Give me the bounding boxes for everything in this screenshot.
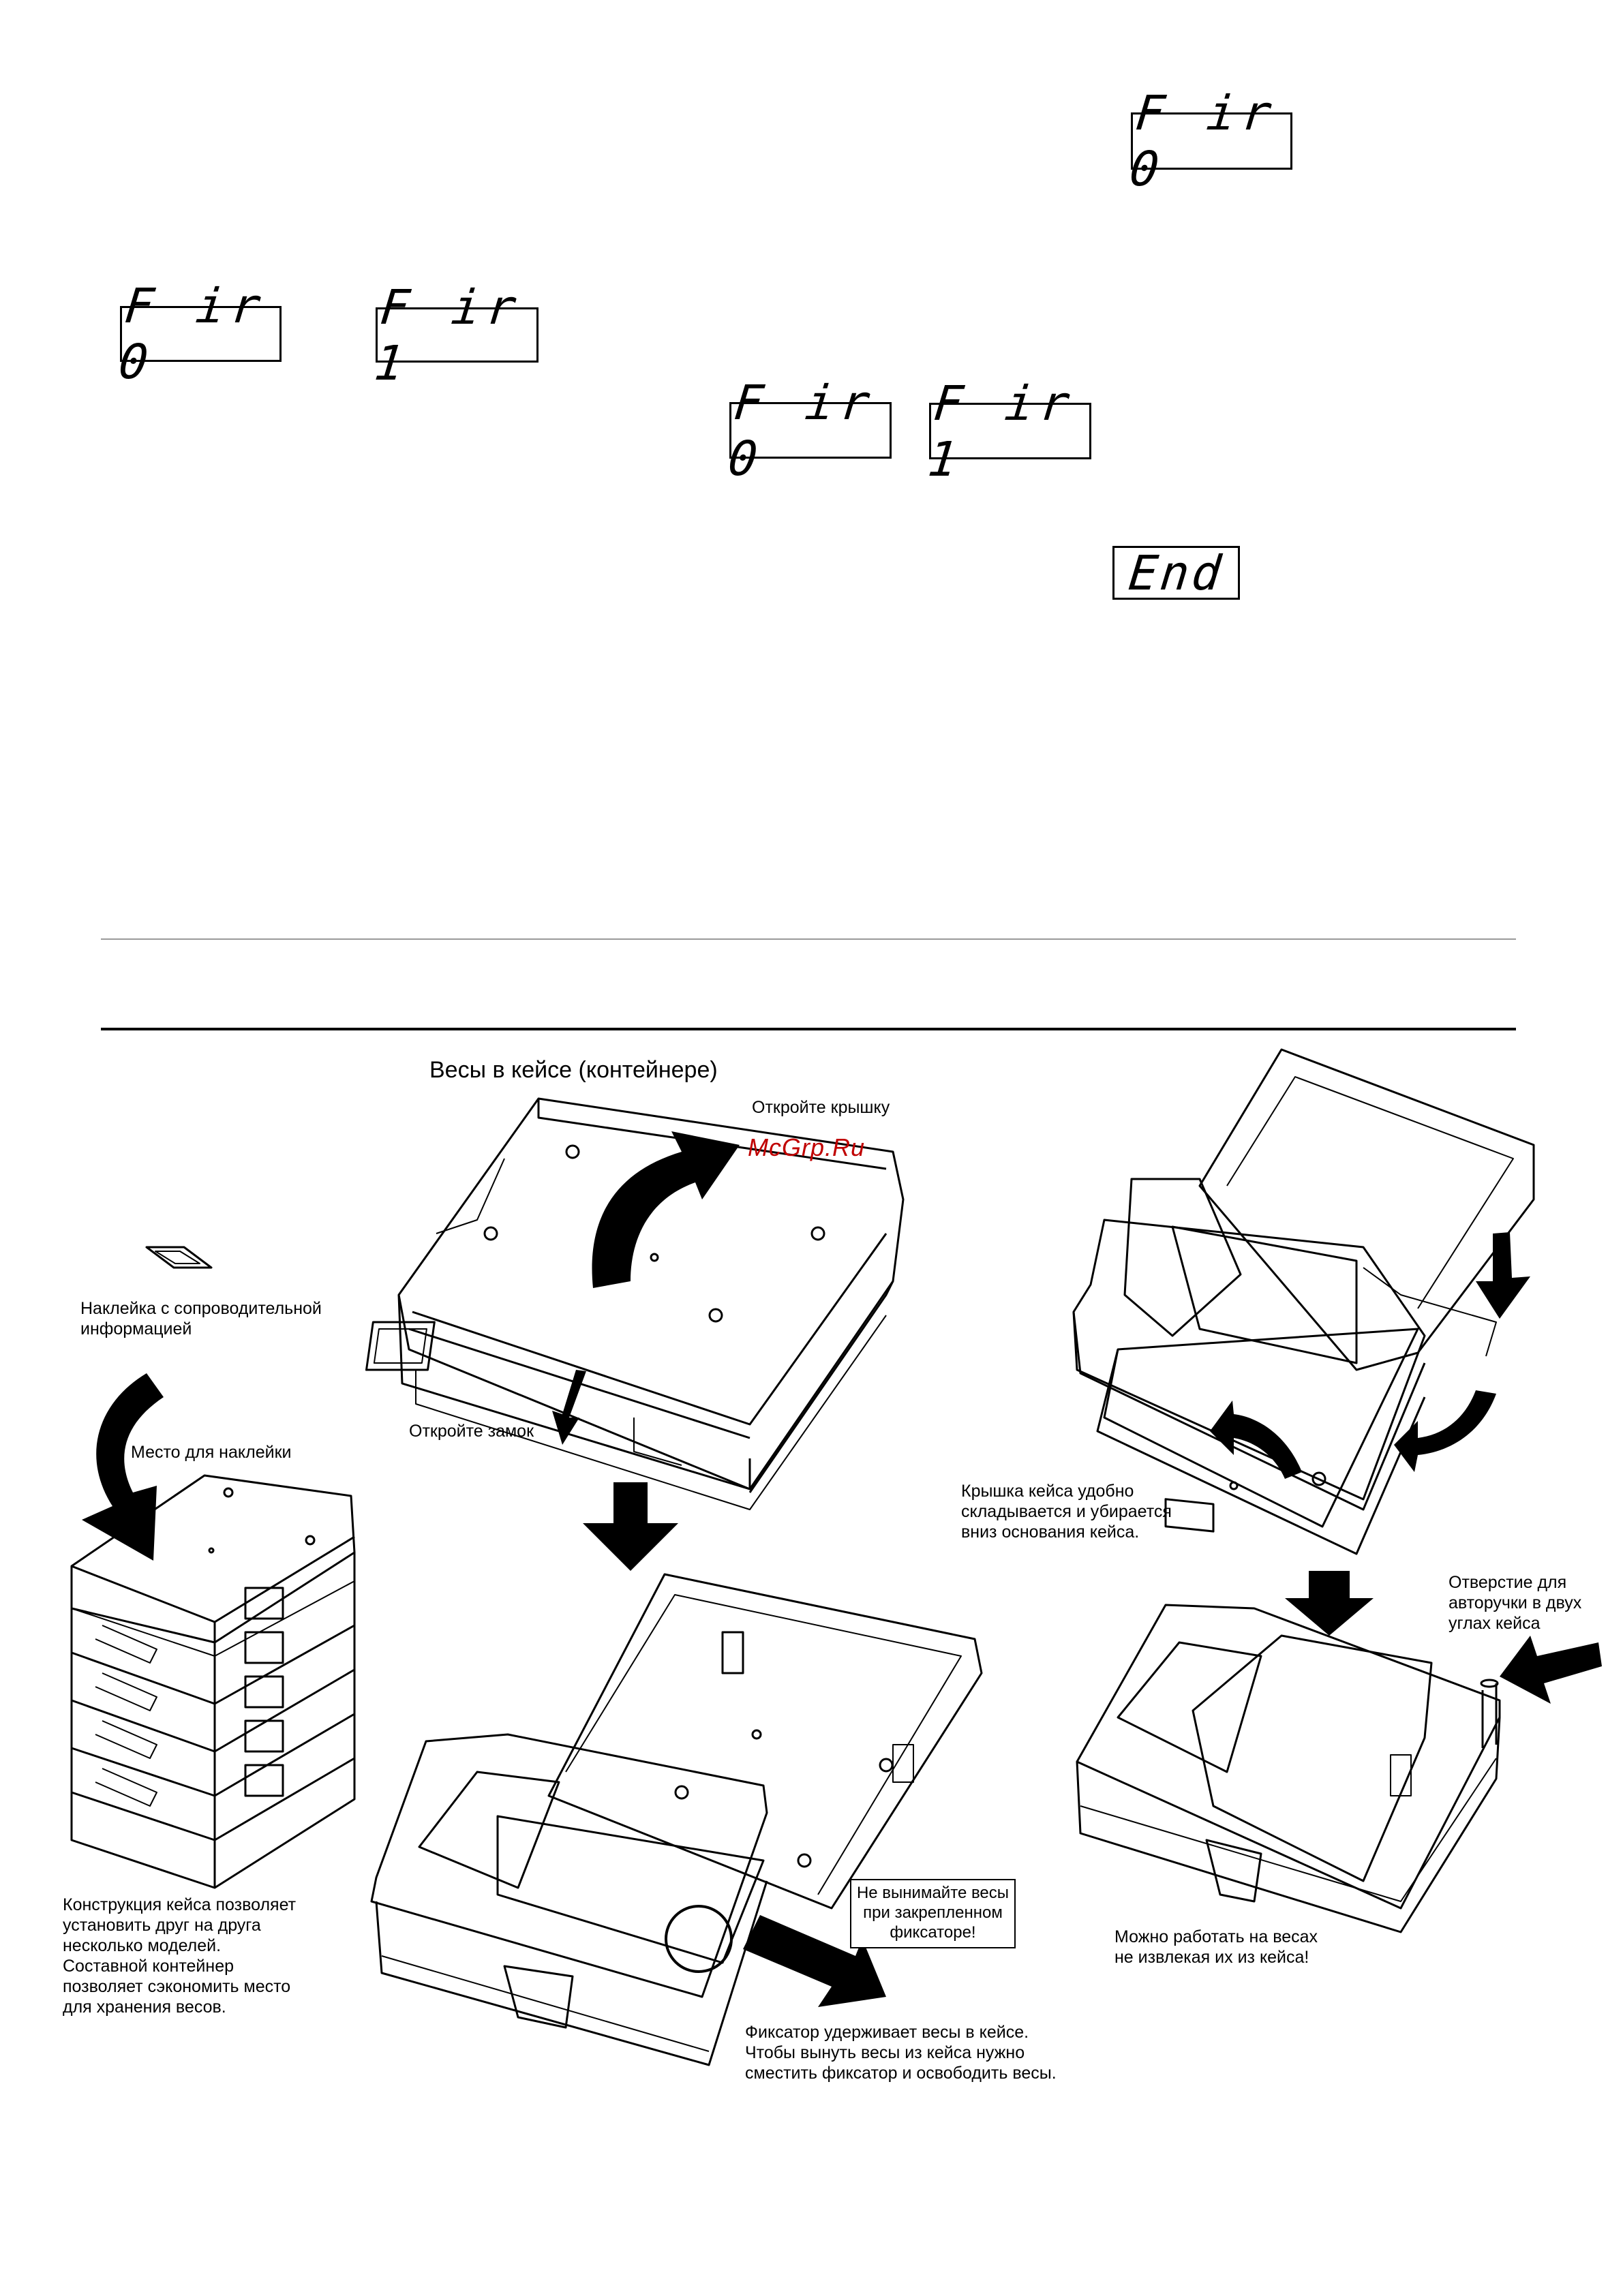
open-case-top-right-image [1072,1048,1535,1555]
open-lock-arrow [552,1370,586,1445]
stacked-cases-image [70,1474,356,1889]
open-lock-label: Откройте замок [409,1422,534,1441]
big-down-arrow-right [1285,1571,1374,1636]
lcd-display-fir0-left: F ir 0 [116,278,282,390]
sticker-icon [145,1246,213,1269]
open-case-center-image [370,1573,983,2066]
case-section-title: Весы в кейсе (контейнере) [429,1057,718,1083]
lcd-display-end: End [1112,545,1240,601]
big-down-arrow [583,1482,678,1571]
watermark: McGrp.Ru [748,1133,866,1161]
open-lid-label: Откройте крышку [752,1098,890,1117]
pen-hole-arrow [1500,1636,1602,1704]
closed-case-image [365,1097,905,1510]
warning-box: Не вынимайте весы при закрепленном фикса… [850,1879,1016,1948]
work-in-case-label: Можно работать на весах не извлекая их и… [1114,1927,1318,1967]
lcd-display-fir0-middle: F ir 0 [725,375,892,487]
sticker-label: Наклейка с сопроводительной информацией [80,1299,322,1338]
open-lid-arrow [592,1131,740,1288]
sticker-place-arrow [82,1373,164,1561]
lid-down-arrow [1476,1232,1530,1319]
thin-divider [101,938,1516,940]
stacking-label: Конструкция кейса позволяет установить д… [63,1895,297,2017]
lid-fold-arrow-left [1210,1400,1302,1479]
lid-fold-arrow-right [1394,1390,1496,1472]
warning-arrow [743,1915,886,2007]
thick-divider [101,1028,1516,1030]
lcd-display-fir1-middle: F ir 1 [925,376,1091,487]
lid-fold-label: Крышка кейса удобно складывается и убира… [961,1482,1172,1542]
scale-in-case-image [1076,1604,1501,1933]
sticker-place-label: Место для наклейки [131,1443,292,1462]
handle-hole-label: Отверстие для авторучки в двух углах кей… [1448,1573,1582,1633]
lcd-display-fir0-top: F ir 0 [1127,85,1292,197]
lcd-display-fir1-left: F ir 1 [371,279,539,391]
latch-label: Фиксатор удерживает весы в кейсе. Чтобы … [745,2023,1057,2083]
